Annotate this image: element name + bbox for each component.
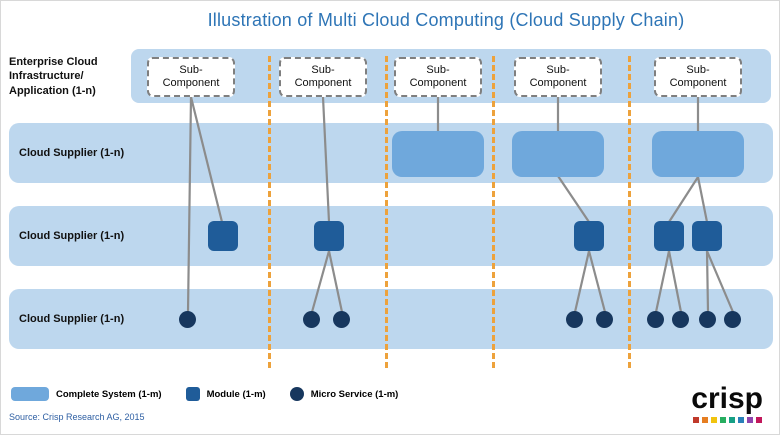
subcomponent-label: Sub-Component (162, 63, 220, 89)
legend-label-module: Module (1-m) (206, 388, 266, 400)
complete-system-swatch (11, 387, 49, 401)
column-divider-1 (268, 56, 271, 368)
source-text: Source: Crisp Research AG, 2015 (9, 412, 145, 422)
supplier-label-3: Cloud Supplier (1-n) (19, 313, 125, 325)
supplier-label-1: Cloud Supplier (1-n) (19, 147, 125, 159)
supplier-band-1: Cloud Supplier (1-n) (9, 123, 773, 183)
module-shape (574, 221, 604, 251)
legend-label-micro-service: Micro Service (1-m) (310, 388, 399, 400)
subcomponent-box-3: Sub-Component (394, 57, 482, 97)
enterprise-label: Enterprise Cloud Infrastructure/ Applica… (9, 56, 98, 97)
module-shape (208, 221, 238, 251)
supplier-band-2: Cloud Supplier (1-n) (9, 206, 773, 266)
subcomponent-box-2: Sub-Component (279, 57, 367, 97)
micro-service-shape (566, 311, 583, 328)
micro-service-swatch (289, 387, 304, 401)
legend-item-micro-service: Micro Service (1-m) (289, 387, 399, 401)
subcomponent-box-5: Sub-Component (654, 57, 742, 97)
complete-system-shape (392, 131, 484, 177)
subcomponent-label: Sub-Component (294, 63, 352, 89)
subcomponent-box-1: Sub-Component (147, 57, 235, 97)
column-divider-4 (628, 56, 631, 368)
micro-service-shape (303, 311, 320, 328)
subcomponent-label: Sub-Component (409, 63, 467, 89)
micro-service-shape (333, 311, 350, 328)
complete-system-shape (652, 131, 744, 177)
legend-label-complete-system: Complete System (1-m) (56, 388, 162, 400)
micro-service-shape (699, 311, 716, 328)
supplier-label-2: Cloud Supplier (1-n) (19, 230, 125, 242)
subcomponent-label: Sub-Component (669, 63, 727, 89)
module-shape (314, 221, 344, 251)
crisp-logo: crisp (691, 384, 763, 423)
column-divider-3 (492, 56, 495, 368)
micro-service-shape (596, 311, 613, 328)
micro-service-shape (179, 311, 196, 328)
column-divider-2 (385, 56, 388, 368)
module-shape (692, 221, 722, 251)
micro-service-shape (724, 311, 741, 328)
subcomponent-box-4: Sub-Component (514, 57, 602, 97)
diagram-title: Illustration of Multi Cloud Computing (C… (207, 10, 685, 30)
module-shape (654, 221, 684, 251)
supplier-band-3: Cloud Supplier (1-n) (9, 289, 773, 349)
crisp-logo-text: crisp (691, 382, 763, 415)
crisp-logo-squares (691, 417, 763, 423)
legend-item-complete-system: Complete System (1-m) (11, 387, 162, 401)
module-swatch (185, 387, 200, 401)
micro-service-shape (672, 311, 689, 328)
micro-service-shape (647, 311, 664, 328)
subcomponent-label: Sub-Component (529, 63, 587, 89)
legend-item-module: Module (1-m) (185, 387, 266, 401)
legend: Complete System (1-m) Module (1-m) Micro… (11, 387, 398, 401)
complete-system-shape (512, 131, 604, 177)
